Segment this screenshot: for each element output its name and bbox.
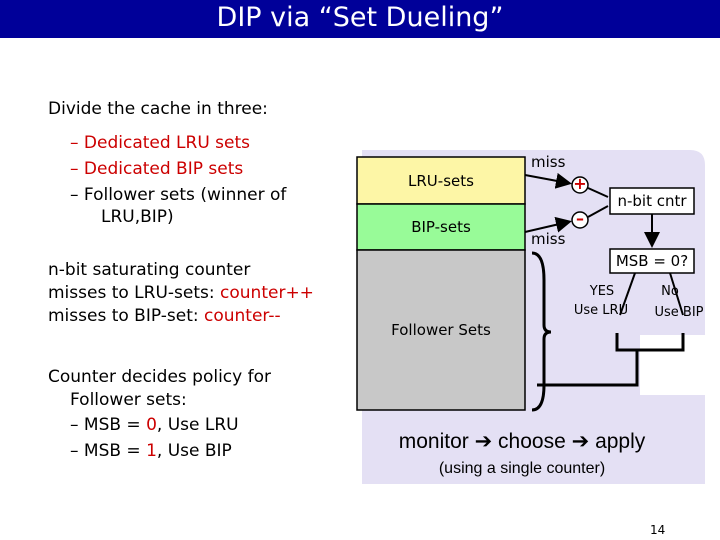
minus-sign: – — [576, 209, 584, 228]
policy-item-bip: – MSB = 1, Use BIP — [70, 441, 232, 461]
yes-branch — [619, 272, 636, 316]
lru-sets-box — [356, 156, 526, 205]
counter-line-3: misses to BIP-set: counter-- — [48, 306, 281, 326]
no-branch — [669, 272, 684, 316]
msb-box — [609, 248, 695, 274]
policy-item-lru: – MSB = 0, Use LRU — [70, 415, 239, 435]
minus-to-counter — [587, 205, 609, 218]
plus-to-counter — [587, 187, 609, 198]
bullet-follower: – Follower sets (winner of — [70, 185, 287, 205]
use-lru-label: Use LRU — [573, 303, 629, 318]
bullet-bip: – Dedicated BIP sets — [70, 159, 244, 179]
policy-intro: Counter decides policy for — [48, 367, 271, 387]
lru-sets-label: LRU-sets — [408, 172, 474, 190]
miss-label-bottom: miss — [531, 230, 566, 248]
intro-text: Divide the cache in three: — [48, 99, 268, 119]
miss-label-top: miss — [531, 153, 566, 171]
policy-intro-cont: Follower sets: — [70, 390, 187, 410]
plus-sign: + — [573, 174, 587, 193]
bip-sets-box — [356, 203, 526, 251]
miss-arrow-bottom — [524, 216, 572, 233]
follower-sets-box — [356, 249, 526, 411]
title-bar — [0, 0, 720, 38]
bullet-follower-cont: LRU,BIP) — [101, 207, 174, 227]
plus-circle — [571, 176, 589, 194]
msb-label: MSB = 0? — [615, 252, 689, 270]
no-label: No — [661, 284, 679, 299]
follower-brace — [531, 251, 552, 412]
arrow-right-icon: ➔ — [571, 430, 590, 453]
arrow-right-icon: ➔ — [474, 430, 493, 453]
mux-bracket — [615, 333, 685, 352]
slide-title: DIP via “Set Dueling” — [216, 2, 504, 33]
use-bip-label: Use BIP — [654, 305, 704, 320]
yes-label: YES — [589, 284, 615, 299]
miss-arrow-top — [524, 172, 572, 189]
minus-circle — [571, 211, 589, 229]
follower-sets-label: Follower Sets — [391, 321, 491, 339]
counter-box — [609, 187, 695, 215]
monitor-subtitle: (using a single counter) — [438, 460, 606, 477]
page-number: 14 — [650, 523, 666, 537]
counter-label: n-bit cntr — [617, 192, 687, 210]
counter-line-1: n-bit saturating counter — [48, 260, 251, 280]
bip-sets-label: BIP-sets — [411, 218, 471, 236]
apply-path — [537, 350, 639, 387]
bullet-lru: – Dedicated LRU sets — [70, 133, 251, 153]
monitor-choose-apply: monitor ➔ choose ➔ apply — [398, 430, 646, 453]
counter-line-2: misses to LRU-sets: counter++ — [48, 283, 314, 303]
